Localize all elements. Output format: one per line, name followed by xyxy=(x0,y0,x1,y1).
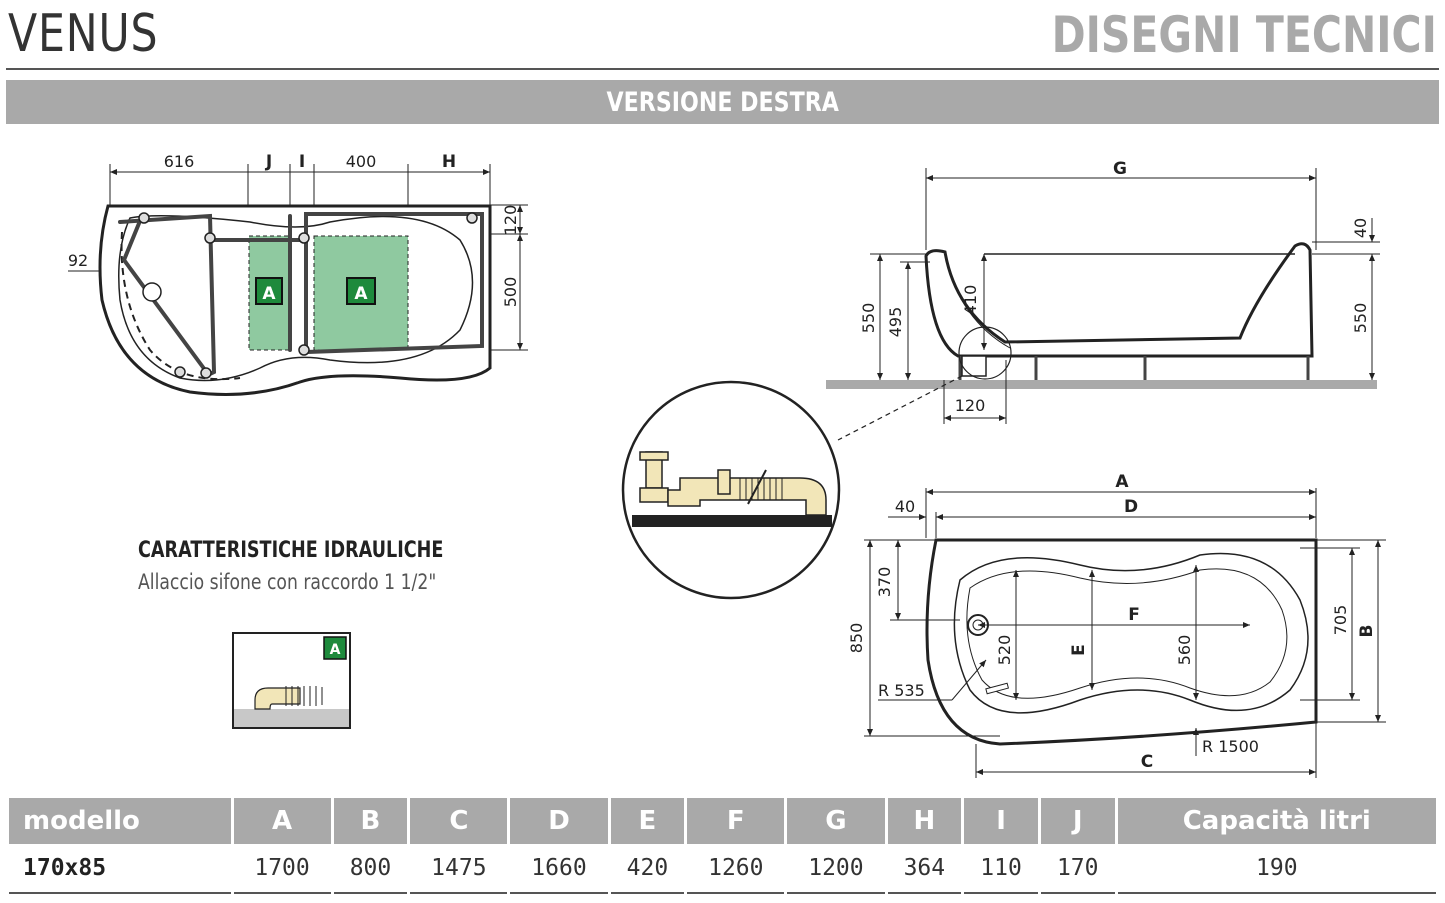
plan-view-tub-outline xyxy=(925,538,1318,746)
dim-495: 495 xyxy=(886,307,905,338)
dim-520: 520 xyxy=(995,635,1014,666)
side-view: G 40 550 550 495 410 120 xyxy=(826,159,1380,441)
spec-header-cell: F xyxy=(687,798,785,844)
dim-550-right: 550 xyxy=(1351,303,1370,334)
spec-header-cell: I xyxy=(964,798,1038,844)
spec-cell: 1475 xyxy=(410,844,508,894)
hydraulic-badge xyxy=(323,636,347,660)
spec-header-cell: E xyxy=(610,798,685,844)
section-title: DISEGNI TECNICI xyxy=(1051,6,1437,64)
dim-i: I xyxy=(299,152,305,172)
dim-g: G xyxy=(1113,159,1127,179)
dim-616: 616 xyxy=(164,152,195,171)
version-banner: VERSIONE DESTRA xyxy=(6,80,1439,124)
dim-c: C xyxy=(1141,752,1153,772)
spec-cell: 110 xyxy=(964,844,1038,894)
spec-header-cell: J xyxy=(1040,798,1115,844)
dim-r1500: R 1500 xyxy=(1202,737,1259,756)
spec-table: modello A B C D E F G H I J Capacità lit… xyxy=(6,798,1439,894)
dim-a: A xyxy=(1115,472,1129,492)
table-row: 170x85 1700 800 1475 1660 420 1260 1200 … xyxy=(9,844,1436,894)
top-view-badge-2 xyxy=(346,277,376,305)
dim-r535: R 535 xyxy=(878,681,925,700)
top-view-badge-1-label: A xyxy=(262,284,276,304)
spec-cell: 190 xyxy=(1117,844,1436,894)
spec-header-cell: C xyxy=(410,798,508,844)
dim-400: 400 xyxy=(346,152,377,171)
drain-detail xyxy=(621,380,841,600)
spec-header-cell: G xyxy=(787,798,885,844)
spec-header-cell: D xyxy=(510,798,608,844)
hydraulic-badge-label: A xyxy=(330,642,341,658)
dim-500: 500 xyxy=(501,277,520,308)
floor xyxy=(826,380,1377,389)
dim-40-plan: 40 xyxy=(895,497,915,516)
spec-header-cell: H xyxy=(887,798,962,844)
dim-705: 705 xyxy=(1331,605,1350,636)
spec-cell: 364 xyxy=(887,844,962,894)
top-view-badge-1 xyxy=(255,277,283,305)
version-banner-label: VERSIONE DESTRA xyxy=(606,86,839,118)
spec-cell: 1260 xyxy=(687,844,785,894)
spec-header-cell: B xyxy=(333,798,408,844)
dim-92: 92 xyxy=(68,251,88,270)
dim-370: 370 xyxy=(875,567,894,598)
dim-b: B xyxy=(1357,625,1377,638)
spec-header-cell: modello xyxy=(9,798,231,844)
spec-cell: 170 xyxy=(1040,844,1115,894)
dim-j: J xyxy=(265,152,272,172)
plan-view: A D 40 370 850 F E 520 560 705 B R 535 R… xyxy=(847,472,1386,778)
dim-120-top: 120 xyxy=(501,205,520,236)
dim-h: H xyxy=(442,152,456,172)
dim-550-left: 550 xyxy=(859,303,878,334)
dim-d: D xyxy=(1124,497,1138,517)
spec-header-cell: A xyxy=(233,798,331,844)
dim-410: 410 xyxy=(961,285,980,316)
dim-850: 850 xyxy=(847,623,866,654)
spec-table-header-row: modello A B C D E F G H I J Capacità lit… xyxy=(9,798,1436,844)
spec-cell: 420 xyxy=(610,844,685,894)
spec-cell: 1200 xyxy=(787,844,885,894)
side-view-tub xyxy=(924,242,1314,358)
top-view: A A 616 J I 400 H 92 120 500 xyxy=(68,152,528,396)
dim-120-side: 120 xyxy=(955,396,986,415)
hydraulics-subtitle: Allaccio sifone con raccordo 1 1/2" xyxy=(138,570,437,594)
dim-40-side: 40 xyxy=(1351,218,1370,238)
model-title: VENUS xyxy=(8,4,159,64)
spec-cell: 1700 xyxy=(233,844,331,894)
dim-f: F xyxy=(1128,605,1140,625)
title-divider xyxy=(6,68,1439,70)
spec-header-cell: Capacità litri xyxy=(1117,798,1436,844)
spec-cell-model: 170x85 xyxy=(9,844,231,894)
spec-cell: 800 xyxy=(333,844,408,894)
dim-e: E xyxy=(1069,644,1089,656)
hydraulic-siphon-box: A xyxy=(232,632,351,729)
hydraulics-title: CARATTERISTICHE IDRAULICHE xyxy=(138,538,444,563)
spec-cell: 1660 xyxy=(510,844,608,894)
dim-560: 560 xyxy=(1175,635,1194,666)
top-view-badge-2-label: A xyxy=(354,284,368,304)
